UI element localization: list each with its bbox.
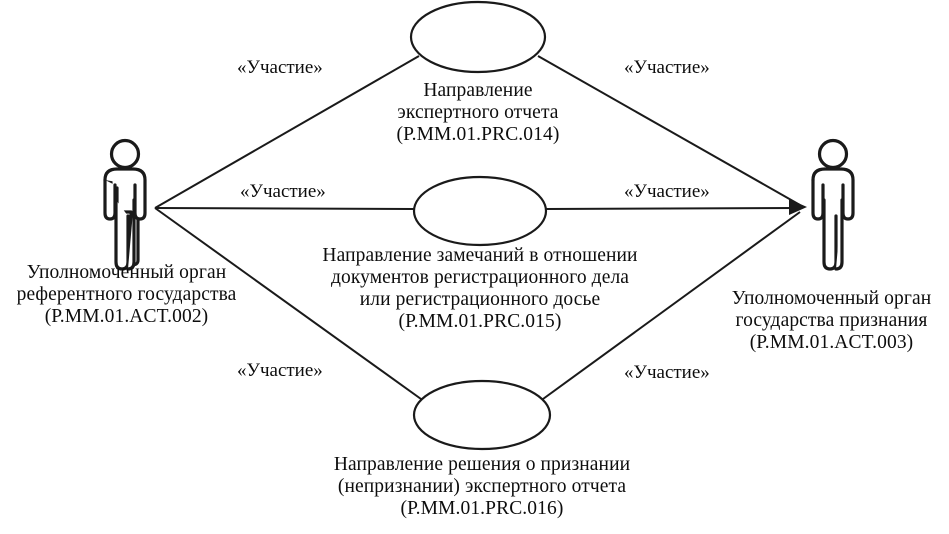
- association-line-left-top[interactable]: [154, 55, 420, 209]
- association-label-right-top: «Участие»: [624, 57, 710, 78]
- actor-label-left: Уполномоченный орган референтного госуда…: [16, 262, 237, 327]
- arrow-head-icon: [789, 199, 807, 215]
- association-label-left-top: «Участие»: [237, 57, 323, 78]
- use-case-label-top: Направление экспертного отчета (Р.ММ.01.…: [396, 80, 560, 145]
- use-case-ellipse-bottom[interactable]: [412, 379, 552, 451]
- association-line-middle-right[interactable]: [544, 207, 799, 210]
- association-line-bottom-right[interactable]: [542, 211, 801, 400]
- association-label-left-bottom: «Участие»: [237, 360, 323, 381]
- use-case-ellipse-middle[interactable]: [412, 175, 548, 247]
- association-line-left-middle[interactable]: [154, 207, 415, 210]
- actor-right-leg-right: [834, 198, 844, 271]
- association-label-left-middle: «Участие»: [240, 181, 326, 202]
- actor-left-arm-left: [103, 178, 117, 221]
- use-case-label-bottom: Направление решения о признании (непризн…: [333, 454, 631, 519]
- actor-figure-left[interactable]: [103, 138, 147, 271]
- association-label-right-bottom: «Участие»: [624, 362, 710, 383]
- actor-head-circle-left: [109, 138, 141, 170]
- association-line-top-right[interactable]: [537, 55, 801, 206]
- actor-left-leg-left: [114, 198, 130, 271]
- actor-head-circle-right: [817, 138, 849, 170]
- use-case-label-middle: Направление замечаний в отношении докуме…: [322, 245, 638, 332]
- association-label-right-middle: «Участие»: [624, 181, 710, 202]
- association-line-left-bottom[interactable]: [154, 207, 422, 400]
- actor-left-leg-right: [822, 198, 838, 271]
- use-case-ellipse-top[interactable]: [409, 0, 547, 74]
- actor-figure-right[interactable]: [811, 138, 855, 271]
- actor-right-leg-left: [126, 198, 136, 271]
- actor-left-arm-right: [811, 178, 825, 221]
- actor-label-right: Уполномоченный орган государства признан…: [731, 288, 932, 353]
